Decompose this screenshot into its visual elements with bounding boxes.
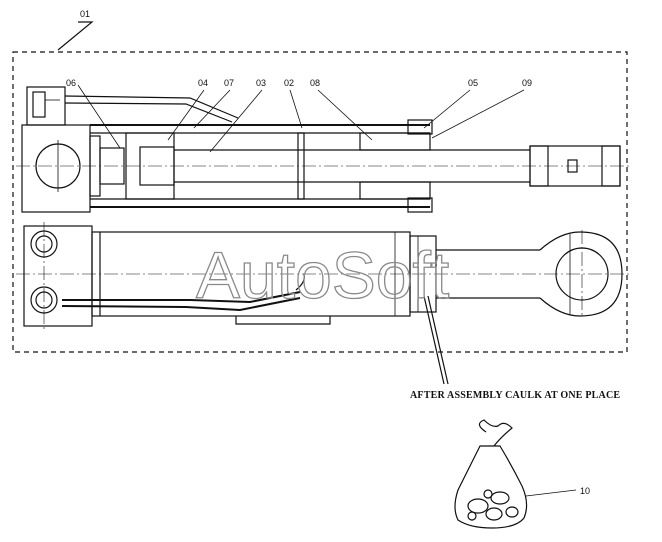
callout-06: 06: [66, 78, 76, 88]
assembly-leader: [57, 21, 94, 51]
watermark: AutoSoft: [196, 238, 449, 312]
sectional-view: [16, 86, 630, 213]
caulk-note: AFTER ASSEMBLY CAULK AT ONE PLACE: [410, 390, 620, 401]
assembly-boundary: [12, 51, 628, 353]
callout-09: 09: [522, 78, 532, 88]
assembly-label: 01: [80, 9, 90, 19]
callout-03: 03: [256, 78, 266, 88]
callout-08: 08: [310, 78, 320, 88]
callout-02: 02: [284, 78, 294, 88]
kit-label: 10: [580, 486, 590, 496]
callout-04: 04: [198, 78, 208, 88]
callout-07: 07: [224, 78, 234, 88]
callout-05: 05: [468, 78, 478, 88]
exterior-view: [16, 222, 632, 330]
parts-bag-icon: [454, 419, 528, 529]
